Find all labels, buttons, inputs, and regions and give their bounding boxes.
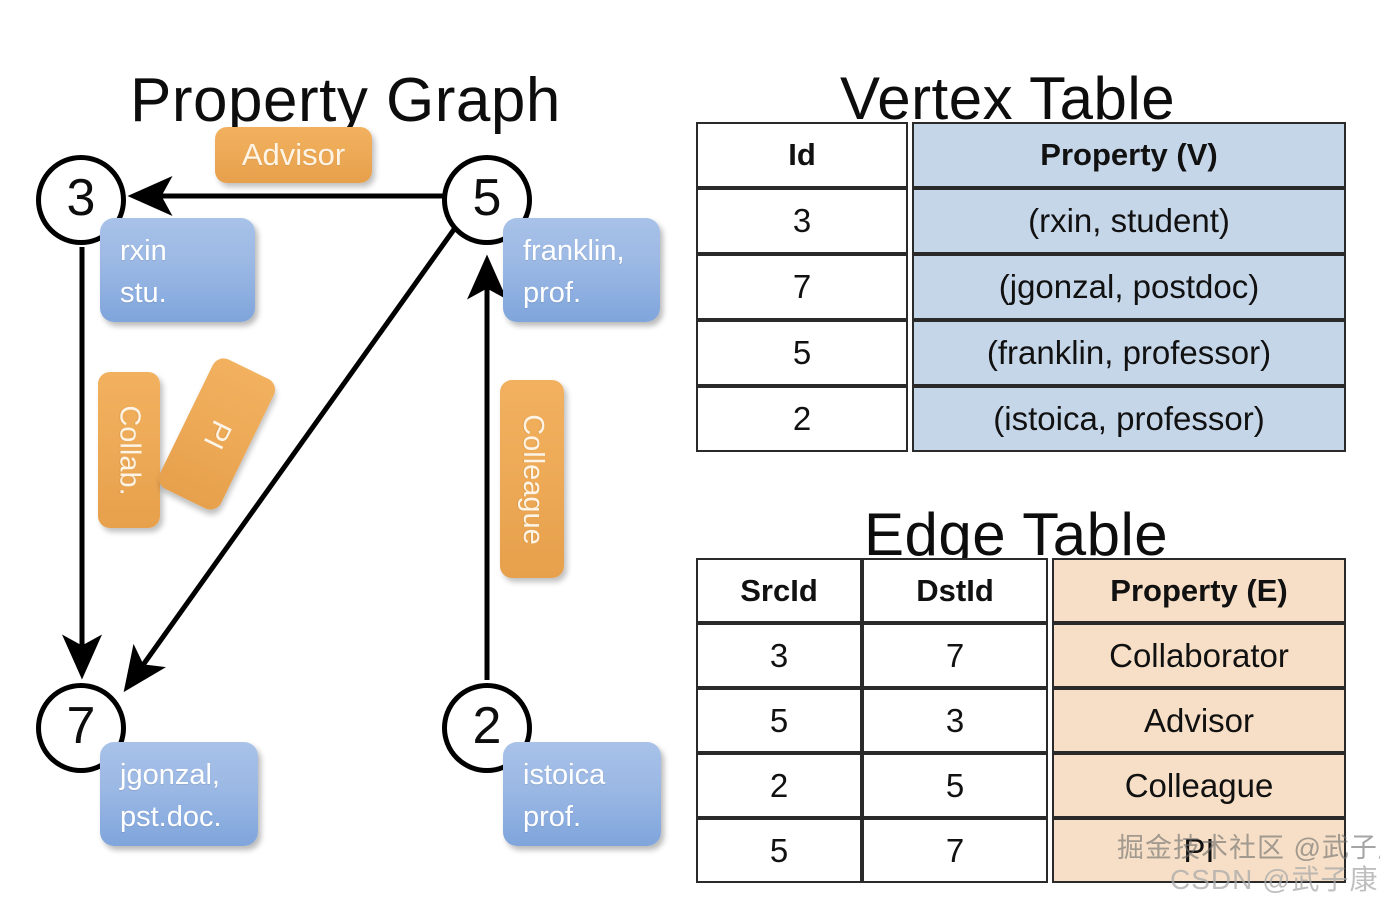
edge-row-1-property: Advisor — [1052, 688, 1346, 753]
vertex-property-box-5-line2: prof. — [523, 277, 582, 309]
vertex-property-box-3-line2: stu. — [120, 277, 167, 309]
vertex-property-box-7-line1: jgonzal, — [120, 759, 220, 791]
edge-row-3-dst: 7 — [862, 818, 1048, 883]
vertex-row-2-property: (franklin, professor) — [912, 320, 1346, 386]
edge-label-colleague: Colleague — [500, 380, 564, 578]
vertex-row-1-property: (jgonzal, postdoc) — [912, 254, 1346, 320]
graph-node-2-label: 2 — [472, 697, 502, 755]
graph-node-5[interactable]: 5 — [442, 155, 532, 245]
vertex-table-column-gap — [908, 320, 912, 386]
vertex-row-2-id: 5 — [696, 320, 908, 386]
vertex-table-column-gap — [908, 386, 912, 452]
edge-label-collab-text: Collab. — [113, 404, 146, 496]
edge-table-column-gap — [1048, 688, 1052, 753]
edge-table-header-row: SrcId DstId Property (E) — [696, 558, 1346, 623]
edge-row-3-src: 5 — [696, 818, 862, 883]
vertex-property-box-2-line1: istoica — [523, 759, 606, 791]
edge-table-column-gap — [1048, 818, 1052, 883]
edge-table-column-gap — [1048, 753, 1052, 818]
vertex-property-box-7-line2: pst.doc. — [120, 801, 222, 833]
edge-row-1-dst: 3 — [862, 688, 1048, 753]
vertex-property-box-5: franklin, prof. — [503, 218, 660, 322]
vertex-table-column-gap — [908, 188, 912, 254]
vertex-table-header-property: Property (V) — [912, 122, 1346, 188]
graph-node-3-label: 3 — [66, 169, 96, 227]
edge-row-1-src: 5 — [696, 688, 862, 753]
vertex-row-0-property: (rxin, student) — [912, 188, 1346, 254]
edge-row-0-src: 3 — [696, 623, 862, 688]
graph-node-7-label: 7 — [66, 697, 96, 755]
table-row[interactable]: 7 (jgonzal, postdoc) — [696, 254, 1346, 320]
edge-row-0-dst: 7 — [862, 623, 1048, 688]
edge-table-header-dstid: DstId — [862, 558, 1048, 623]
table-row[interactable]: 3 (rxin, student) — [696, 188, 1346, 254]
graph-node-2[interactable]: 2 — [442, 683, 532, 773]
edge-table-column-gap — [1048, 623, 1052, 688]
edge-row-0-property: Collaborator — [1052, 623, 1346, 688]
table-row[interactable]: 2 5 Colleague — [696, 753, 1346, 818]
vertex-property-box-7: jgonzal, pst.doc. — [100, 742, 258, 846]
vertex-row-0-id: 3 — [696, 188, 908, 254]
vertex-property-box-3-line1: rxin — [120, 235, 167, 267]
vertex-table: Id Property (V) 3 (rxin, student) 7 (jgo… — [696, 122, 1346, 452]
property-graph-panel: Property Graph 3 5 7 2 — [0, 0, 690, 890]
graph-edges-canvas — [62, 176, 507, 693]
table-row[interactable]: 5 3 Advisor — [696, 688, 1346, 753]
vertex-table-column-gap — [908, 122, 912, 188]
edge-label-pi-text: PI — [197, 414, 238, 454]
page-title-vertex-table: Vertex Table — [840, 65, 1176, 133]
vertex-table-header-id: Id — [696, 122, 908, 188]
edge-table: SrcId DstId Property (E) 3 7 Collaborato… — [696, 558, 1346, 883]
vertex-property-box-2: istoica prof. — [503, 742, 661, 846]
vertex-property-box-3: rxin stu. — [100, 218, 255, 322]
edge-row-2-dst: 5 — [862, 753, 1048, 818]
edge-row-2-property: Colleague — [1052, 753, 1346, 818]
page-title-edge-table: Edge Table — [864, 501, 1169, 569]
edge-label-colleague-text: Colleague — [516, 413, 549, 545]
vertex-property-box-2-line2: prof. — [523, 801, 582, 833]
vertex-row-1-id: 7 — [696, 254, 908, 320]
edge-label-collab: Collab. — [98, 372, 160, 528]
vertex-row-3-id: 2 — [696, 386, 908, 452]
table-row[interactable]: 5 7 PI — [696, 818, 1346, 883]
edge-table-column-gap — [1048, 558, 1052, 623]
vertex-property-box-5-line1: franklin, — [523, 235, 625, 267]
table-row[interactable]: 3 7 Collaborator — [696, 623, 1346, 688]
edge-table-header-srcid: SrcId — [696, 558, 862, 623]
edge-row-2-src: 2 — [696, 753, 862, 818]
graph-node-5-label: 5 — [472, 169, 502, 227]
vertex-row-3-property: (istoica, professor) — [912, 386, 1346, 452]
vertex-table-header-row: Id Property (V) — [696, 122, 1346, 188]
edge-label-advisor: Advisor — [215, 127, 372, 183]
vertex-table-column-gap — [908, 254, 912, 320]
edge-table-header-property: Property (E) — [1052, 558, 1346, 623]
table-row[interactable]: 5 (franklin, professor) — [696, 320, 1346, 386]
edge-label-advisor-text: Advisor — [241, 137, 346, 172]
table-row[interactable]: 2 (istoica, professor) — [696, 386, 1346, 452]
edge-5-to-7-pi — [123, 226, 458, 693]
page-title-property-graph: Property Graph — [130, 65, 561, 135]
edge-row-3-property: PI — [1052, 818, 1346, 883]
